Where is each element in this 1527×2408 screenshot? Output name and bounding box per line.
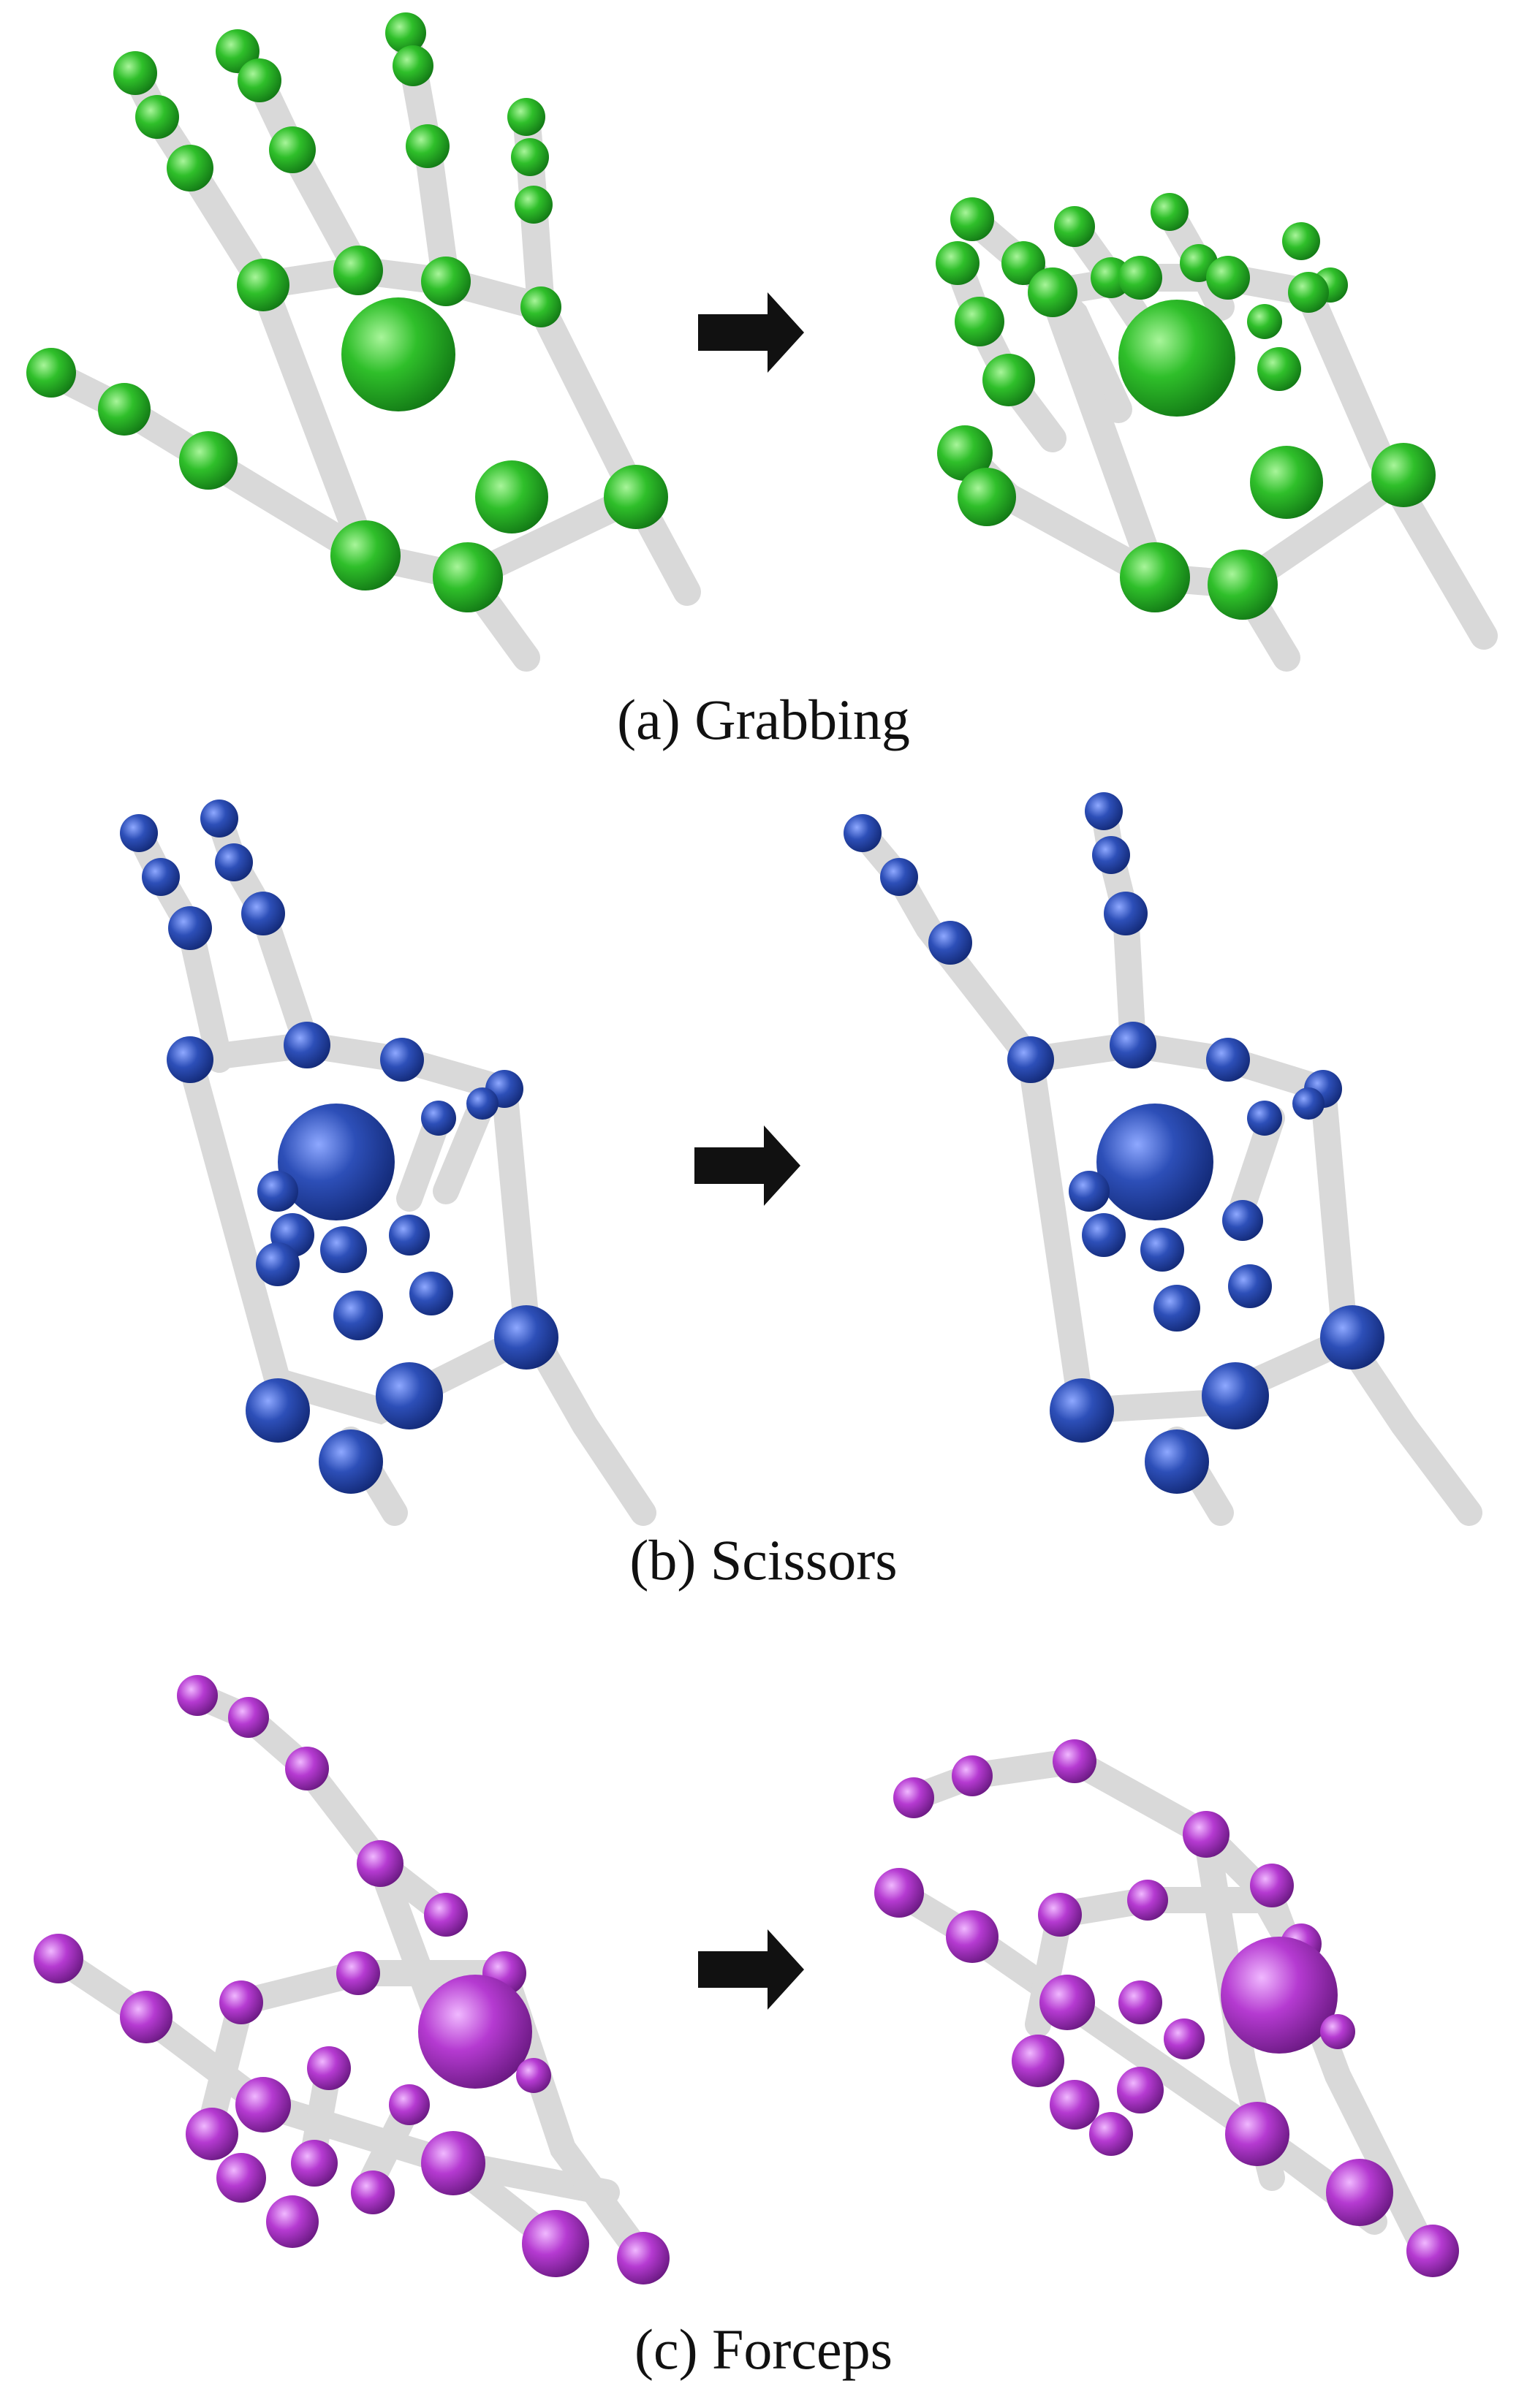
scissors-illustration xyxy=(120,792,1482,1526)
grabbing-hand-open-joints xyxy=(26,12,668,612)
scissors-hand-start xyxy=(126,805,656,1526)
grabbing-illustration xyxy=(26,12,1498,672)
caption-grabbing: (a) Grabbing xyxy=(617,688,910,751)
caption-scissors: (b) Scissors xyxy=(629,1528,898,1592)
panel-scissors: (b) Scissors xyxy=(0,782,1527,1608)
scissors-hand-end-joints xyxy=(844,792,1384,1494)
grabbing-hand-closed-joints xyxy=(936,193,1436,620)
forceps-hand-start-joints xyxy=(34,1675,670,2284)
scissors-hand-start-joints xyxy=(120,799,558,1494)
panel-forceps: (c) Forceps xyxy=(0,1652,1527,2408)
panel-grabbing: (a) Grabbing xyxy=(0,0,1527,775)
caption-forceps: (c) Forceps xyxy=(634,2317,893,2381)
forceps-hand-end-joints xyxy=(874,1739,1459,2277)
forceps-illustration xyxy=(34,1675,1459,2284)
right-arrow-icon xyxy=(694,1125,800,1206)
right-arrow-icon xyxy=(698,292,804,373)
right-arrow-icon xyxy=(698,1929,804,2010)
